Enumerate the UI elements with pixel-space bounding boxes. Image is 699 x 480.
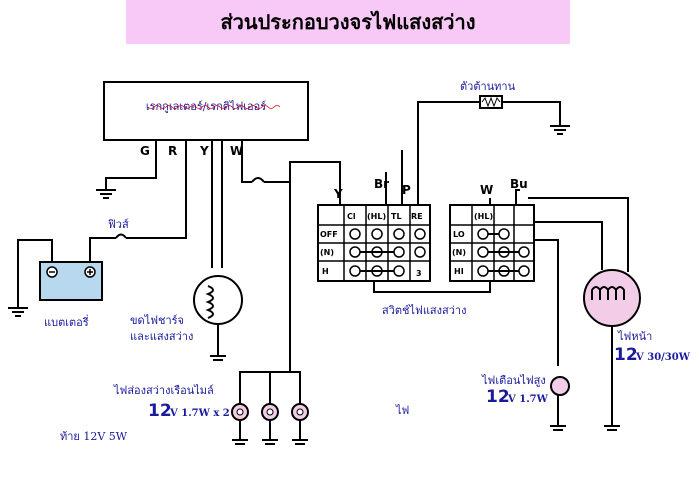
- regulator-label: เรกกูเลเตอร์/เรกติไฟเออร์: [146, 100, 266, 113]
- r-battery-wire: [8, 140, 187, 317]
- meter-lights: [231, 371, 309, 445]
- coil-label-line1: ขดไฟชาร์จ: [130, 314, 184, 327]
- switch-left-row-n: (N): [320, 248, 334, 257]
- switch-left-header-hl: (HL): [367, 212, 386, 221]
- tail-light-label: ท้าย 12V 5W: [60, 430, 128, 443]
- fuse-icon: [115, 233, 127, 239]
- terminal-r: R: [168, 144, 177, 158]
- terminal-y: Y: [199, 144, 209, 158]
- switch-right-row-n: (N): [452, 248, 466, 257]
- high-beam-label: ไฟเตือนไฟสูง: [481, 374, 546, 387]
- light-switch-left: Cl (HL) TL RE OFF (N) H 3: [317, 204, 431, 282]
- terminal-g: G: [140, 144, 150, 158]
- fuse-label: ฟิวส์: [108, 218, 129, 231]
- switch-left-header-cl: Cl: [347, 212, 356, 221]
- headlight-wires: [528, 197, 629, 366]
- terminal-w: W: [230, 144, 243, 158]
- light-switch-right: (HL) LO (N) HI: [449, 189, 535, 282]
- headlight: [583, 269, 641, 431]
- resistor-label: ตัวต้านทาน: [460, 80, 516, 93]
- switch-right-row-hi: HI: [454, 267, 464, 276]
- resistor-circuit: [417, 95, 570, 205]
- charging-coil: [193, 275, 243, 361]
- meter-light-spec: V 1.7W x 2: [169, 408, 230, 419]
- high-beam-lamp-icon: [550, 376, 570, 396]
- headlight-spec: V 30/30W: [635, 352, 691, 363]
- g-ground-wire: [96, 140, 157, 199]
- regulator-rectifier: เรกกูเลเตอร์/เรกติไฟเออร์: [103, 81, 309, 141]
- switch-left-row-off: OFF: [320, 230, 338, 239]
- coil-label-line2: และแสงสว่าง: [130, 330, 193, 343]
- battery-label: แบตเตอรี่: [44, 314, 89, 329]
- meter-light-label: ไฟส่องสว่างเรือนไมล์: [113, 384, 214, 397]
- meter-light-volt: 12: [148, 401, 172, 421]
- w-wire: [241, 140, 341, 372]
- high-beam-indicator: [550, 376, 570, 431]
- page-title: ส่วนประกอบวงจรไฟแสงสว่าง: [220, 10, 476, 34]
- wire-label-y: Y: [333, 187, 343, 201]
- light-switch-label: สวิตช์ไฟแสงสว่าง: [382, 304, 466, 317]
- switch-left-header-tl: TL: [391, 212, 402, 221]
- switch-right-header-hl: (HL): [474, 212, 493, 221]
- headlight-volt: 12: [614, 345, 638, 365]
- wire-label-bu: Bu: [510, 177, 528, 191]
- fai-label: ไฟ: [395, 404, 409, 417]
- wire-label-p: P: [402, 183, 411, 197]
- coil-icon: [205, 285, 214, 319]
- high-beam-volt: 12: [486, 387, 510, 407]
- switch-right-row-lo: LO: [453, 230, 465, 239]
- coil-wires: [211, 140, 223, 268]
- switch-left-footer: 3: [416, 269, 422, 278]
- headlight-label: ไฟหน้า: [617, 330, 652, 343]
- switch-left-header-re: RE: [411, 212, 423, 221]
- title-banner: ส่วนประกอบวงจรไฟแสงสว่าง: [126, 0, 570, 44]
- high-beam-spec: V 1.7W: [507, 394, 549, 405]
- wire-label-w: W: [480, 183, 493, 197]
- battery: [39, 261, 103, 301]
- switch-left-row-h: H: [322, 267, 329, 276]
